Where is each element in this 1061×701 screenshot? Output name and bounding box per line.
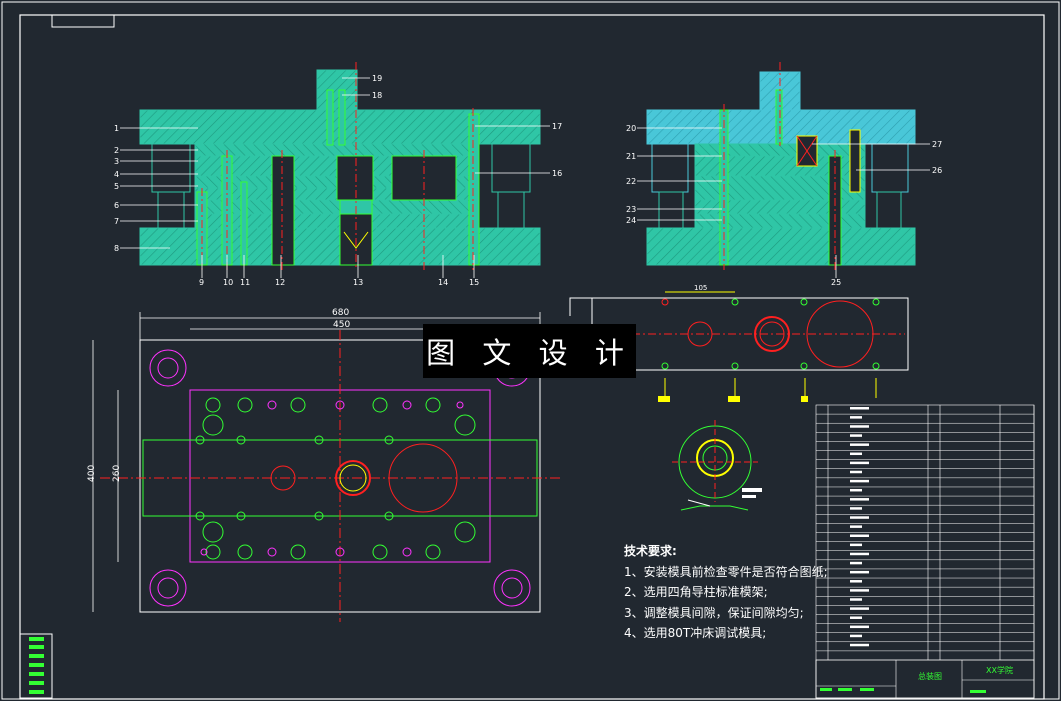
svg-text:8: 8 xyxy=(114,244,119,253)
notes-item: 3、调整模具间隙，保证间隙均匀; xyxy=(624,605,804,620)
bom-cell-glyphs xyxy=(850,434,862,437)
company-name: XX学院 xyxy=(986,665,1013,675)
technical-requirements: 技术要求: 1、安装模具前检查零件是否符合图纸; 2、选用四角导柱标准模架; 3… xyxy=(624,541,828,644)
bom-cell-glyphs xyxy=(850,470,862,474)
svg-text:13: 13 xyxy=(353,278,363,287)
bom-cell-glyphs xyxy=(850,534,869,537)
bom-cell-glyphs xyxy=(850,461,869,465)
svg-text:15: 15 xyxy=(469,278,479,287)
svg-text:400: 400 xyxy=(87,465,97,482)
bom-cell-glyphs xyxy=(850,498,869,501)
bom-cell-glyphs xyxy=(850,525,862,528)
bom-cell-glyphs xyxy=(850,543,862,547)
bom-cell-glyphs xyxy=(850,488,862,492)
svg-text:6: 6 xyxy=(114,201,119,210)
watermark-banner: 图 文 设 计 xyxy=(423,324,636,378)
bom-cell-glyphs xyxy=(850,407,869,410)
bom-table xyxy=(815,404,1035,699)
notes-title: 技术要求: xyxy=(624,544,677,558)
notes-item: 4、选用80T冲床调试模具; xyxy=(624,626,767,640)
part-detail xyxy=(672,420,762,511)
side-view-label-text: 20 21 22 23 24 27 26 25 xyxy=(626,124,942,287)
svg-text:21: 21 xyxy=(626,152,636,161)
bom-cell-glyphs xyxy=(850,616,862,619)
svg-text:14: 14 xyxy=(438,278,448,287)
svg-text:450: 450 xyxy=(333,320,350,330)
bom-cell-glyphs xyxy=(850,634,862,638)
svg-text:26: 26 xyxy=(932,166,942,175)
drawing-name: 总装图 xyxy=(918,671,942,681)
side-section-view xyxy=(646,62,916,270)
notes-item: 2、选用四角导柱标准模架; xyxy=(624,585,768,599)
bom-cell-glyphs xyxy=(850,552,869,556)
svg-text:24: 24 xyxy=(626,216,636,225)
front-view-leaders xyxy=(120,77,550,278)
svg-text:22: 22 xyxy=(626,177,636,186)
svg-text:10: 10 xyxy=(223,278,233,287)
svg-text:27: 27 xyxy=(932,140,942,149)
bom-cell-glyphs xyxy=(850,425,869,428)
bom-cell-glyphs xyxy=(850,479,869,483)
svg-text:260: 260 xyxy=(112,465,122,482)
bom-cell-glyphs xyxy=(850,625,869,629)
front-section-view xyxy=(139,62,541,270)
bom-cell-glyphs xyxy=(850,643,869,647)
svg-text:12: 12 xyxy=(275,278,285,287)
plan-view-dimension-text: 680 450 400 260 xyxy=(87,308,350,482)
bom-cell-glyphs xyxy=(850,598,862,601)
svg-text:11: 11 xyxy=(240,278,250,287)
bom-cell-glyphs xyxy=(850,580,862,583)
svg-text:105: 105 xyxy=(694,284,707,292)
bom-cell-glyphs xyxy=(850,507,862,510)
strip-pitch-label: 105 xyxy=(694,284,707,292)
bom-rows xyxy=(816,407,1034,652)
strip-layout xyxy=(569,291,909,402)
bom-cell-glyphs xyxy=(850,416,862,419)
bom-cell-glyphs xyxy=(850,443,869,446)
svg-text:25: 25 xyxy=(831,278,841,287)
svg-text:1: 1 xyxy=(114,124,119,133)
side-view-leaders xyxy=(637,127,930,278)
svg-text:18: 18 xyxy=(372,91,382,100)
left-binding-strip xyxy=(19,633,53,699)
svg-text:4: 4 xyxy=(114,170,119,179)
svg-text:16: 16 xyxy=(552,169,562,178)
svg-text:5: 5 xyxy=(114,182,119,191)
svg-text:17: 17 xyxy=(552,122,562,131)
bom-cell-glyphs xyxy=(850,561,862,565)
bom-cell-glyphs xyxy=(850,452,862,456)
svg-text:2: 2 xyxy=(114,146,119,155)
svg-text:9: 9 xyxy=(199,278,204,287)
notes-item: 1、安装模具前检查零件是否符合图纸; xyxy=(624,564,828,579)
bom-cell-glyphs xyxy=(850,607,869,610)
svg-text:20: 20 xyxy=(626,124,636,133)
svg-text:19: 19 xyxy=(372,74,382,83)
front-view-label-text: 1 2 3 4 5 6 7 8 9 10 11 12 13 14 15 19 1… xyxy=(114,74,562,287)
bom-cell-glyphs xyxy=(850,570,869,574)
svg-text:23: 23 xyxy=(626,205,636,214)
svg-text:3: 3 xyxy=(114,157,119,166)
title-block: 总装图 XX学院 xyxy=(815,659,1035,699)
svg-text:7: 7 xyxy=(114,217,119,226)
svg-text:680: 680 xyxy=(332,308,349,318)
bom-cell-glyphs xyxy=(850,589,869,592)
bom-cell-glyphs xyxy=(850,516,869,519)
